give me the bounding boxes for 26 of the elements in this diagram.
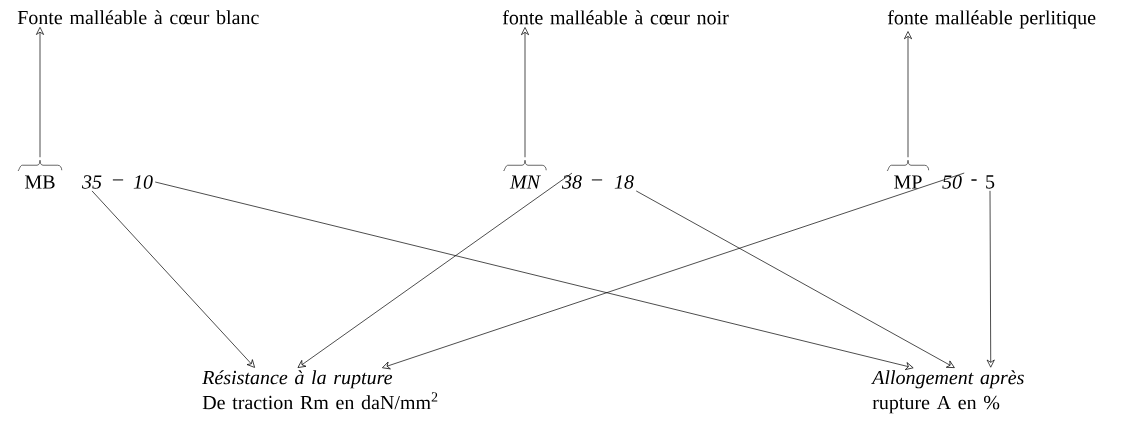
number-label: 18: [614, 175, 634, 189]
dash-label: –: [591, 179, 603, 181]
term-label: MP: [894, 175, 922, 189]
arrow: [154, 181, 914, 370]
number-label: 50: [942, 175, 962, 189]
dash-label: –: [112, 179, 124, 181]
number-label: 35: [81, 175, 102, 189]
number-label: 5: [986, 175, 995, 189]
text-label: Résistance à la rupture De traction Rm en daN/mm$^{2}$: [202, 370, 438, 410]
arrow: [382, 172, 965, 370]
text-label: fonte malléable à cœur noir: [502, 10, 729, 25]
term-label: MN: [509, 175, 541, 189]
arrow: [521, 27, 529, 158]
text-label: Fonte malléable à cœur blanc: [17, 10, 259, 25]
number-label: 38: [562, 175, 582, 189]
dash-label: -: [971, 179, 977, 181]
term-label: MB: [25, 175, 55, 189]
text-label: Allongement après rupture A en %: [871, 370, 1024, 414]
arrow: [635, 190, 955, 368]
arrow: [297, 172, 573, 368]
text-label: fonte malléable perlitique: [887, 10, 1096, 29]
arrow: [904, 31, 912, 158]
arrow: [91, 190, 255, 368]
number-label: 10: [133, 175, 153, 189]
arrow: [986, 190, 995, 368]
arrow: [36, 26, 44, 158]
